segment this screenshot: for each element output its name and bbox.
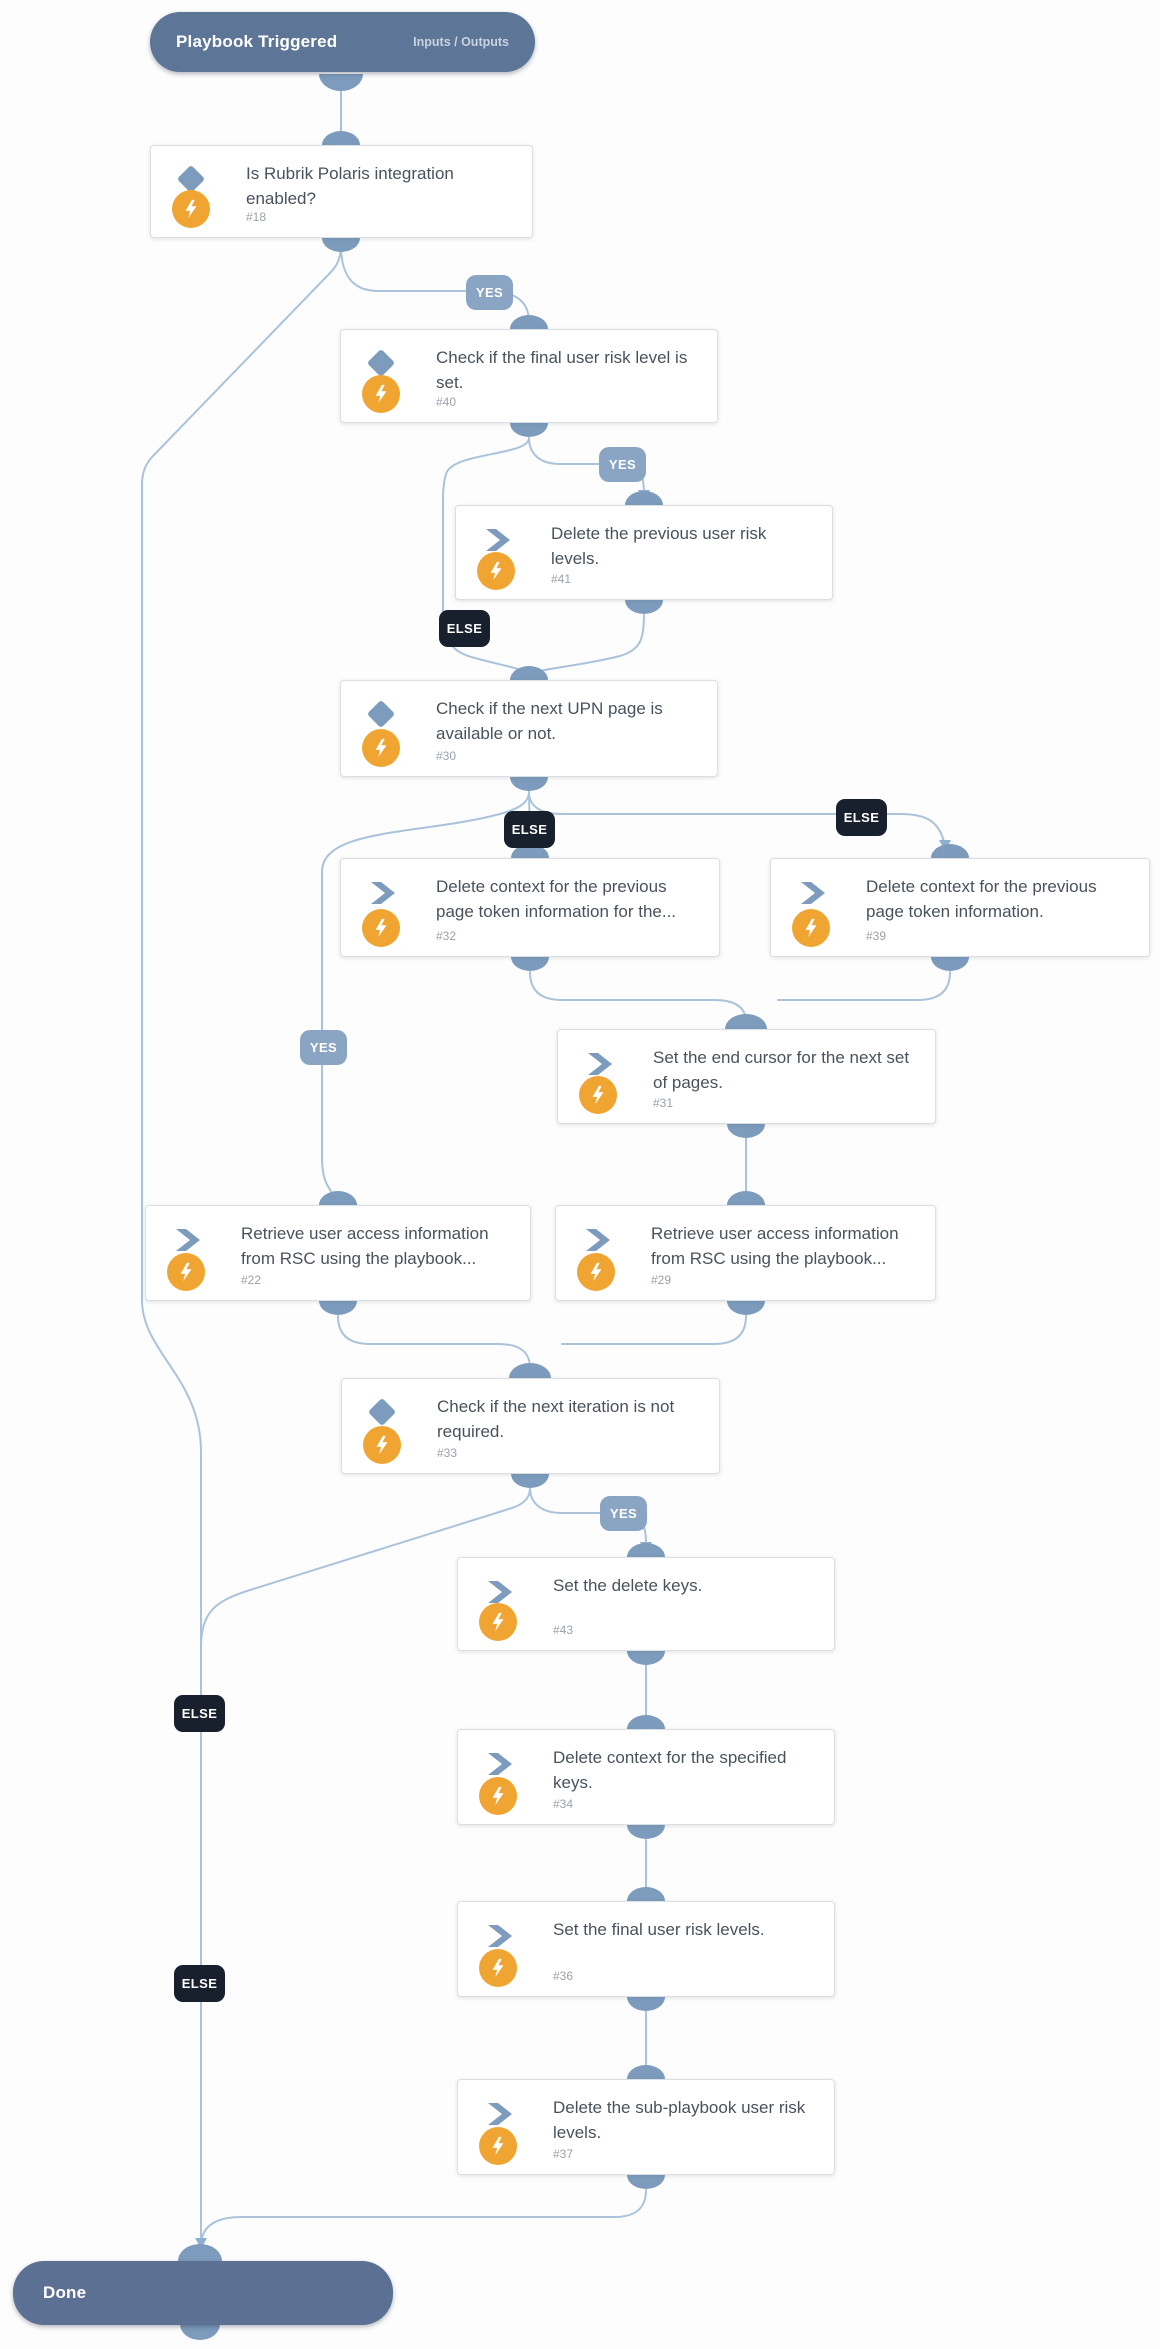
task-node-37[interactable]: Delete the sub-playbook user risk levels… <box>457 2079 835 2175</box>
condition-icon <box>366 699 396 729</box>
edge-label-else: ELSE <box>504 811 555 848</box>
task-node-40[interactable]: Check if the final user risk level is se… <box>340 329 718 423</box>
task-id: #31 <box>653 1096 674 1110</box>
automation-badge-icon <box>363 1426 401 1464</box>
condition-icon <box>367 1397 397 1427</box>
lightning-icon <box>805 918 817 938</box>
automation-badge-icon <box>479 2127 517 2165</box>
automation-badge-icon <box>479 1603 517 1641</box>
task-title: Set the delete keys. <box>553 1576 703 1595</box>
task-title: Delete the sub-playbook user risk levels… <box>553 2098 806 2142</box>
task-node-32[interactable]: Delete context for the previous page tok… <box>340 858 720 957</box>
task-node-41[interactable]: Delete the previous user risk levels. #4… <box>455 505 833 600</box>
task-id: #32 <box>436 929 457 943</box>
inputs-outputs-link[interactable]: Inputs / Outputs <box>413 35 509 49</box>
task-chevron-icon <box>176 1229 200 1251</box>
task-id: #33 <box>437 1446 458 1460</box>
task-chevron-icon <box>801 882 825 904</box>
task-title: Retrieve user access information from RS… <box>651 1224 899 1268</box>
task-id: #22 <box>241 1273 262 1287</box>
task-title: Set the final user risk levels. <box>553 1920 765 1939</box>
task-chevron-icon <box>488 2103 512 2125</box>
task-chevron-icon <box>488 1753 512 1775</box>
task-title: Check if the next iteration is not requi… <box>437 1397 675 1441</box>
task-title: Delete context for the specified keys. <box>553 1748 787 1792</box>
automation-badge-icon <box>172 190 210 228</box>
edge-label-else: ELSE <box>174 1695 225 1732</box>
start-title: Playbook Triggered <box>176 32 338 51</box>
automation-badge-icon <box>362 729 400 767</box>
task-id: #43 <box>553 1623 574 1637</box>
automation-badge-icon <box>477 552 515 590</box>
lightning-icon <box>185 199 197 219</box>
task-id: #40 <box>436 395 457 409</box>
lightning-icon <box>490 561 502 581</box>
task-title: Is Rubrik Polaris integration enabled? <box>246 164 454 208</box>
automation-badge-icon <box>479 1777 517 1815</box>
edge-label-yes: YES <box>300 1030 347 1065</box>
task-chevron-icon <box>486 529 510 551</box>
task-id: #36 <box>553 1969 574 1983</box>
task-node-33[interactable]: Check if the next iteration is not requi… <box>341 1378 720 1474</box>
task-node-34[interactable]: Delete context for the specified keys. #… <box>457 1729 835 1825</box>
lightning-icon <box>592 1085 604 1105</box>
automation-badge-icon <box>362 375 400 413</box>
lightning-icon <box>375 384 387 404</box>
task-node-29[interactable]: Retrieve user access information from RS… <box>555 1205 936 1301</box>
lightning-icon <box>492 1612 504 1632</box>
task-id: #41 <box>551 572 572 586</box>
done-title: Done <box>43 2283 87 2302</box>
automation-badge-icon <box>167 1253 205 1291</box>
edge-label-else: ELSE <box>174 1965 225 2002</box>
task-node-18[interactable]: Is Rubrik Polaris integration enabled? #… <box>150 145 533 238</box>
lightning-icon <box>376 1435 388 1455</box>
task-id: #39 <box>866 929 887 943</box>
lightning-icon <box>180 1262 192 1282</box>
task-id: #29 <box>651 1273 672 1287</box>
lightning-icon <box>492 2136 504 2156</box>
edge-label-else: ELSE <box>439 610 490 647</box>
task-node-39[interactable]: Delete context for the previous page tok… <box>770 858 1150 957</box>
task-title: Delete the previous user risk levels. <box>551 524 767 568</box>
lightning-icon <box>492 1786 504 1806</box>
condition-icon <box>176 164 206 194</box>
lightning-icon <box>492 1958 504 1978</box>
task-node-30[interactable]: Check if the next UPN page is available … <box>340 680 718 777</box>
task-chevron-icon <box>588 1053 612 1075</box>
task-node-22[interactable]: Retrieve user access information from RS… <box>145 1205 531 1301</box>
edge-label-yes: YES <box>600 1496 647 1531</box>
lightning-icon <box>590 1262 602 1282</box>
automation-badge-icon <box>362 909 400 947</box>
playbook-done-node[interactable]: Done <box>13 2261 393 2325</box>
edge-label-yes: YES <box>466 275 513 310</box>
edge-label-yes: YES <box>599 447 646 482</box>
task-chevron-icon <box>371 882 395 904</box>
edge-label-else: ELSE <box>836 799 887 836</box>
playbook-start-node[interactable]: Playbook Triggered Inputs / Outputs <box>150 12 535 72</box>
task-title: Check if the next UPN page is available … <box>436 699 663 743</box>
task-chevron-icon <box>488 1581 512 1603</box>
task-id: #18 <box>246 210 267 224</box>
lightning-icon <box>375 738 387 758</box>
condition-icon <box>366 348 396 378</box>
task-title: Retrieve user access information from RS… <box>241 1224 489 1268</box>
automation-badge-icon <box>479 1949 517 1987</box>
task-title: Delete context for the previous page tok… <box>866 877 1097 921</box>
task-title: Check if the final user risk level is se… <box>436 348 688 392</box>
task-title: Delete context for the previous page tok… <box>436 877 677 921</box>
task-title: Set the end cursor for the next set of p… <box>653 1048 910 1092</box>
task-chevron-icon <box>488 1925 512 1947</box>
lightning-icon <box>375 918 387 938</box>
task-node-43[interactable]: Set the delete keys. #43 <box>457 1557 835 1651</box>
task-node-36[interactable]: Set the final user risk levels. #36 <box>457 1901 835 1997</box>
task-id: #37 <box>553 2147 574 2161</box>
automation-badge-icon <box>577 1253 615 1291</box>
task-chevron-icon <box>586 1229 610 1251</box>
task-node-31[interactable]: Set the end cursor for the next set of p… <box>557 1029 936 1124</box>
task-id: #34 <box>553 1797 574 1811</box>
automation-badge-icon <box>792 909 830 947</box>
automation-badge-icon <box>579 1076 617 1114</box>
task-id: #30 <box>436 749 457 763</box>
